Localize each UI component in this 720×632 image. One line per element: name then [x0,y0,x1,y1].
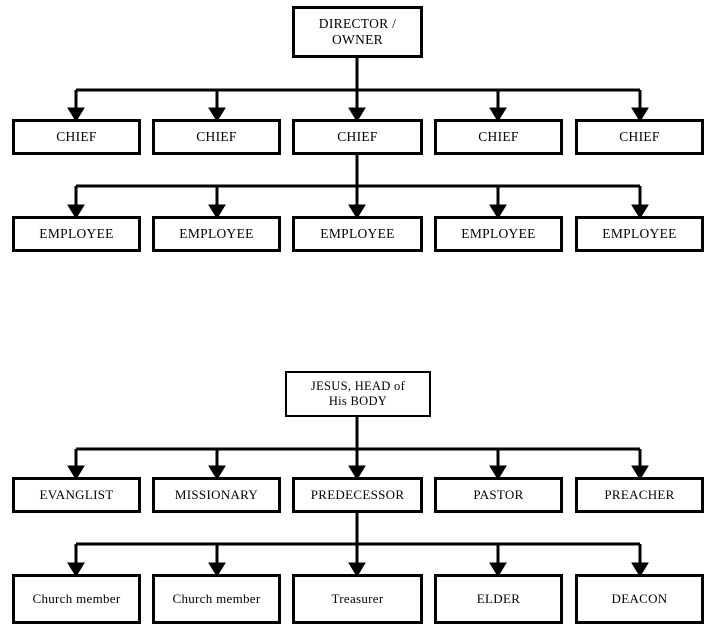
node-label: DEACON [611,591,668,607]
node-label: EVANGLIST [39,487,114,503]
node-preacher[interactable]: PREACHER [575,477,704,513]
node-pastor[interactable]: PASTOR [434,477,563,513]
node-elder[interactable]: ELDER [434,574,563,624]
node-chief-4[interactable]: CHIEF [434,119,563,155]
node-predecessor[interactable]: PREDECESSOR [292,477,423,513]
node-label: CHIEF [337,129,378,145]
node-church-member-2[interactable]: Church member [152,574,281,624]
node-label: DIRECTOR /OWNER [318,16,397,47]
node-label: PREACHER [604,487,675,503]
node-treasurer[interactable]: Treasurer [292,574,423,624]
node-label: EMPLOYEE [179,226,254,242]
node-chief-5[interactable]: CHIEF [575,119,704,155]
node-director-owner[interactable]: DIRECTOR /OWNER [292,6,423,58]
node-chief-2[interactable]: CHIEF [152,119,281,155]
node-label: Treasurer [331,591,384,607]
node-label: PREDECESSOR [310,487,405,503]
node-deacon[interactable]: DEACON [575,574,704,624]
node-label: Church member [172,591,261,607]
node-label: EMPLOYEE [39,226,114,242]
node-chief-3[interactable]: CHIEF [292,119,423,155]
node-label: PASTOR [473,487,524,503]
node-employee-3[interactable]: EMPLOYEE [292,216,423,252]
node-label: EMPLOYEE [461,226,536,242]
node-label: CHIEF [196,129,237,145]
node-label: EMPLOYEE [320,226,395,242]
node-employee-1[interactable]: EMPLOYEE [12,216,141,252]
node-evanglist[interactable]: EVANGLIST [12,477,141,513]
node-label: CHIEF [478,129,519,145]
node-label: MISSIONARY [174,487,259,503]
node-label: Church member [32,591,121,607]
node-missionary[interactable]: MISSIONARY [152,477,281,513]
node-church-member-1[interactable]: Church member [12,574,141,624]
node-employee-2[interactable]: EMPLOYEE [152,216,281,252]
node-chief-1[interactable]: CHIEF [12,119,141,155]
node-employee-4[interactable]: EMPLOYEE [434,216,563,252]
node-label: ELDER [476,591,521,607]
node-employee-5[interactable]: EMPLOYEE [575,216,704,252]
node-label: CHIEF [619,129,660,145]
node-label: CHIEF [56,129,97,145]
node-label: EMPLOYEE [602,226,677,242]
